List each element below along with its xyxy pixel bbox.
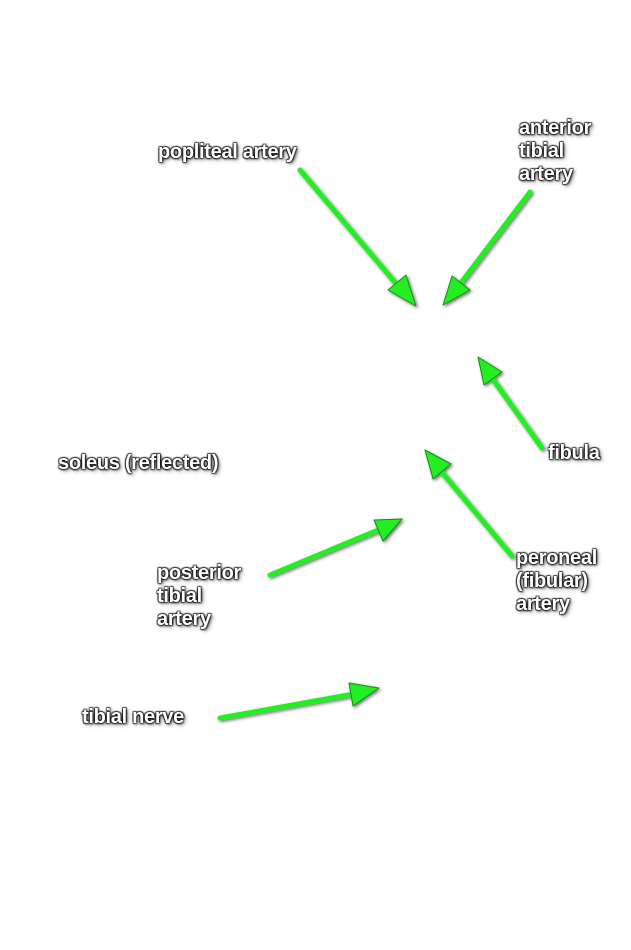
label-anterior-tibial-artery: anterior tibial artery [519,117,591,186]
popliteal-artery-arrow [297,167,417,307]
label-line: anterior [519,117,592,139]
posterior-tibial-artery-arrow [267,518,403,578]
label-line: (fibular) [516,570,588,592]
tibial-nerve-arrow [217,682,380,721]
label-popliteal-artery: popliteal artery [158,141,297,163]
label-line: tibial [157,585,202,607]
label-peroneal-artery: peroneal (fibular) artery [516,547,597,616]
label-tibial-nerve: tibial nerve [82,706,184,728]
label-soleus: soleus (reflected) [58,452,219,474]
label-line: posterior [157,562,241,584]
label-posterior-tibial-artery: posterior tibial artery [157,562,241,631]
label-line: artery [157,608,211,630]
label-fibula: fibula [548,442,600,464]
fibula-arrow [477,356,545,451]
label-line: peroneal [516,547,597,569]
anterior-tibial-artery-arrow [442,189,533,306]
peroneal-artery-arrow [424,449,515,559]
label-line: tibial [519,140,564,162]
label-line: artery [516,593,570,615]
label-line: artery [519,163,573,185]
